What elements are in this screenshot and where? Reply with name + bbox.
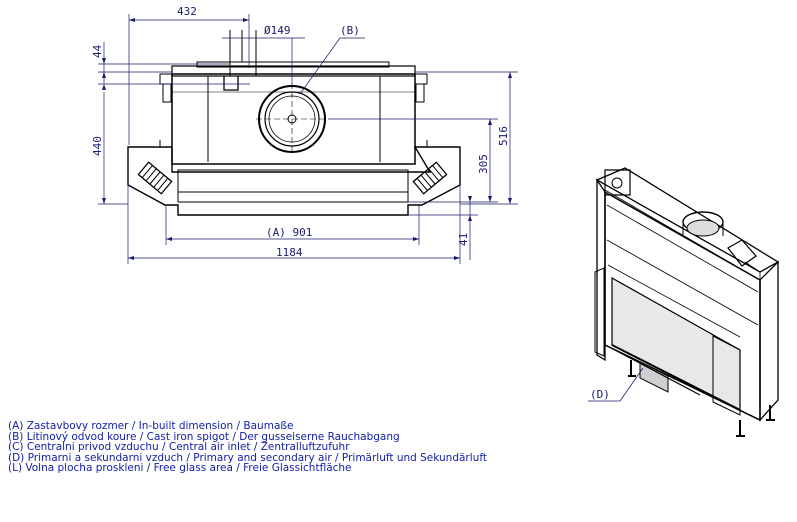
dim-41: 41: [457, 233, 470, 246]
legend-item-c: (C) Centralni privod vzduchu / Central a…: [8, 441, 350, 454]
label-d: (D): [590, 388, 610, 401]
perspective-view: [594, 167, 780, 437]
label-b: (B): [340, 24, 360, 37]
legend-item-a: (A) Zastavbovy rozmer / In-built dimensi…: [8, 420, 294, 432]
dim-516: 516: [497, 126, 510, 146]
top-view: [127, 30, 461, 216]
dimension-arrows: [102, 18, 512, 260]
legend-item-d: (D) Primarni a sekundarni vzduch / Prima…: [8, 451, 487, 464]
dim-305: 305: [477, 154, 490, 174]
dim-a-901: (A) 901: [266, 226, 312, 239]
dim-1184: 1184: [276, 246, 303, 259]
dim-diameter-149: Ø149: [264, 24, 291, 37]
dim-440: 440: [91, 136, 104, 156]
legend-item-b: (B) Litinový odvod koure / Cast iron spi…: [8, 430, 400, 443]
legend-item-l: (L) Volna plocha proskleni / Free glass …: [8, 462, 352, 475]
dim-44: 44: [91, 44, 104, 58]
legend: (A) Zastavbovy rozmer / In-built dimensi…: [8, 421, 487, 474]
dim-432: 432: [177, 5, 197, 18]
label-d-leader: [588, 367, 644, 402]
